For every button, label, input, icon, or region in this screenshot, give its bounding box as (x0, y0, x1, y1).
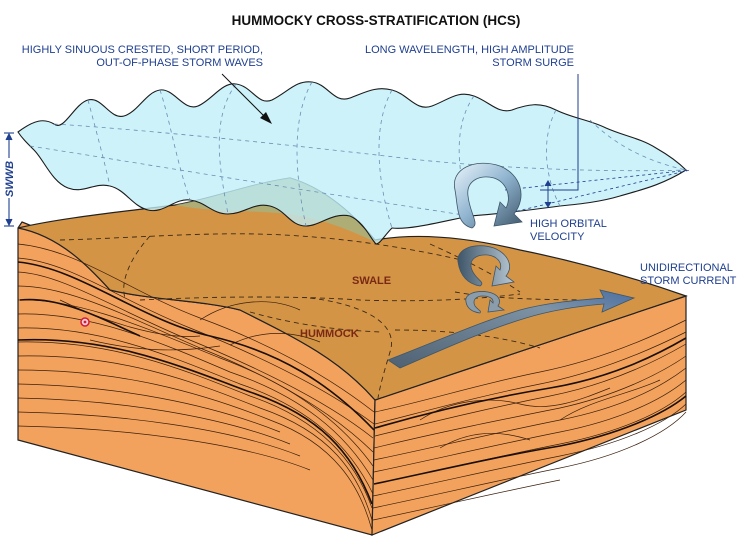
orbital-velocity-label-line1: HIGH ORBITAL (530, 218, 607, 230)
storm-waves-leader (221, 73, 271, 123)
right-face-truncation-surfaces (373, 337, 687, 485)
left-face-laminae (17, 243, 375, 531)
medium-orbit-arrow (457, 245, 515, 287)
swale-label: SWALE (352, 275, 391, 287)
swwb-label: SWWB (4, 161, 16, 197)
orbital-velocity-label-line2: VELOCITY (530, 231, 585, 243)
swwb-scale (4, 132, 14, 227)
orbital-velocity-arrows (454, 162, 523, 314)
storm-current-label-line1: UNIDIRECTIONAL (640, 262, 733, 274)
storm-waves-label-line1: HIGHLY SINUOUS CRESTED, SHORT PERIOD, (22, 44, 263, 56)
large-orbit-arrow (454, 162, 523, 229)
hummock-label: HUMMOCK (300, 328, 359, 340)
wave-crest-guides (29, 81, 687, 229)
storm-current-label-line2: STORM CURRENT (640, 275, 737, 287)
diagram-title: HUMMOCKY CROSS-STRATIFICATION (HCS) (232, 13, 521, 28)
right-face-laminae (372, 319, 687, 521)
small-orbit-arrow (465, 291, 506, 314)
storm-surge-label-line2: STORM SURGE (492, 57, 574, 69)
storm-surge-indicator (504, 74, 691, 215)
storm-waves-label-line2: OUT-OF-PHASE STORM WAVES (96, 57, 263, 69)
storm-surge-label-line1: LONG WAVELENGTH, HIGH AMPLITUDE (365, 44, 574, 56)
left-face-truncation-surfaces (17, 261, 375, 505)
sediment-block (17, 177, 688, 536)
storm-current-arrow (387, 289, 636, 369)
